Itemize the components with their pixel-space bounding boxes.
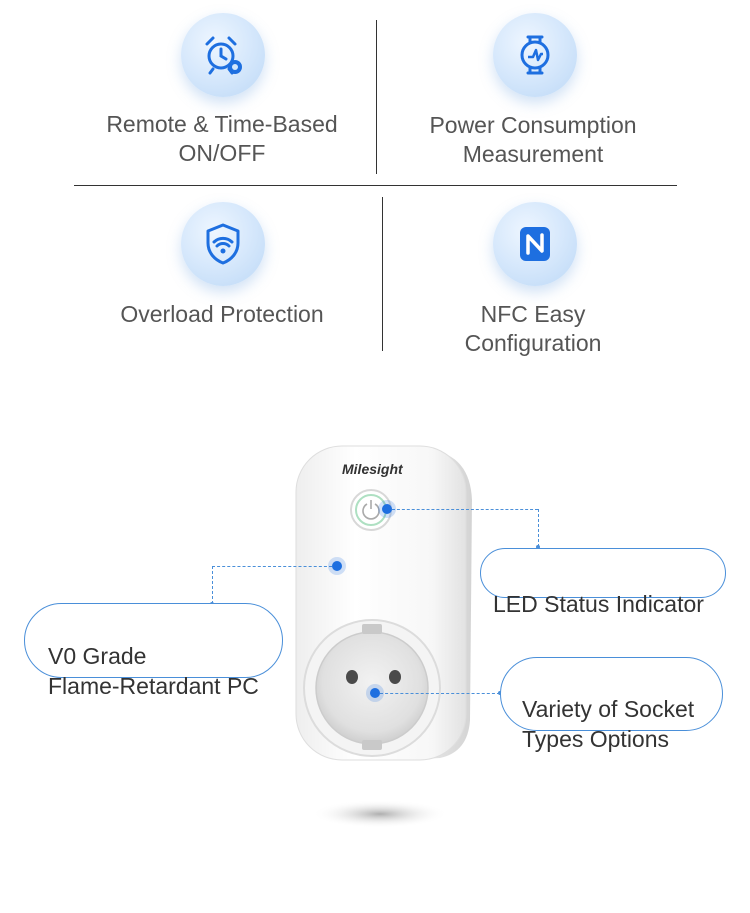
power-meter-icon xyxy=(520,35,550,75)
feature-label: Remote & Time-Based ON/OFF xyxy=(106,111,338,166)
brand-logo: Milesight xyxy=(342,461,404,477)
leader-led-h xyxy=(392,509,538,510)
leader-end-dot xyxy=(536,545,540,549)
shield-wifi-icon xyxy=(206,223,240,265)
callout-socket-types: Variety of Socket Types Options xyxy=(500,657,723,752)
callout-text: V0 Grade Flame-Retardant PC xyxy=(48,643,259,699)
feature-label: NFC Easy Configuration xyxy=(464,301,602,356)
socket-hotspot-dot xyxy=(370,688,380,698)
feature-label: Overload Protection xyxy=(120,301,324,327)
material-hotspot-dot xyxy=(332,561,342,571)
feature-icon-circle xyxy=(493,202,577,286)
divider-horizontal xyxy=(74,185,677,186)
callout-led-status: LED Status Indicator xyxy=(480,548,726,617)
divider-vertical-top xyxy=(376,20,377,174)
divider-vertical-bottom xyxy=(382,197,383,351)
feature-icon-circle xyxy=(181,13,265,97)
alarm-clock-gear-icon xyxy=(205,36,242,75)
leader-socket-h xyxy=(380,693,500,694)
feature-icon-circle xyxy=(493,13,577,97)
leader-material-h xyxy=(212,566,332,567)
leader-led-v xyxy=(538,509,539,547)
device-shadow xyxy=(312,800,448,828)
led-hotspot-dot xyxy=(382,504,392,514)
callout-text: Variety of Socket Types Options xyxy=(522,696,695,752)
feature-icon-circle xyxy=(181,202,265,286)
feature-label: Power Consumption Measurement xyxy=(429,112,637,167)
leader-material-v xyxy=(212,566,213,604)
callout-text: LED Status Indicator xyxy=(493,591,704,617)
nfc-icon xyxy=(520,227,550,261)
callout-material: V0 Grade Flame-Retardant PC xyxy=(24,603,283,699)
